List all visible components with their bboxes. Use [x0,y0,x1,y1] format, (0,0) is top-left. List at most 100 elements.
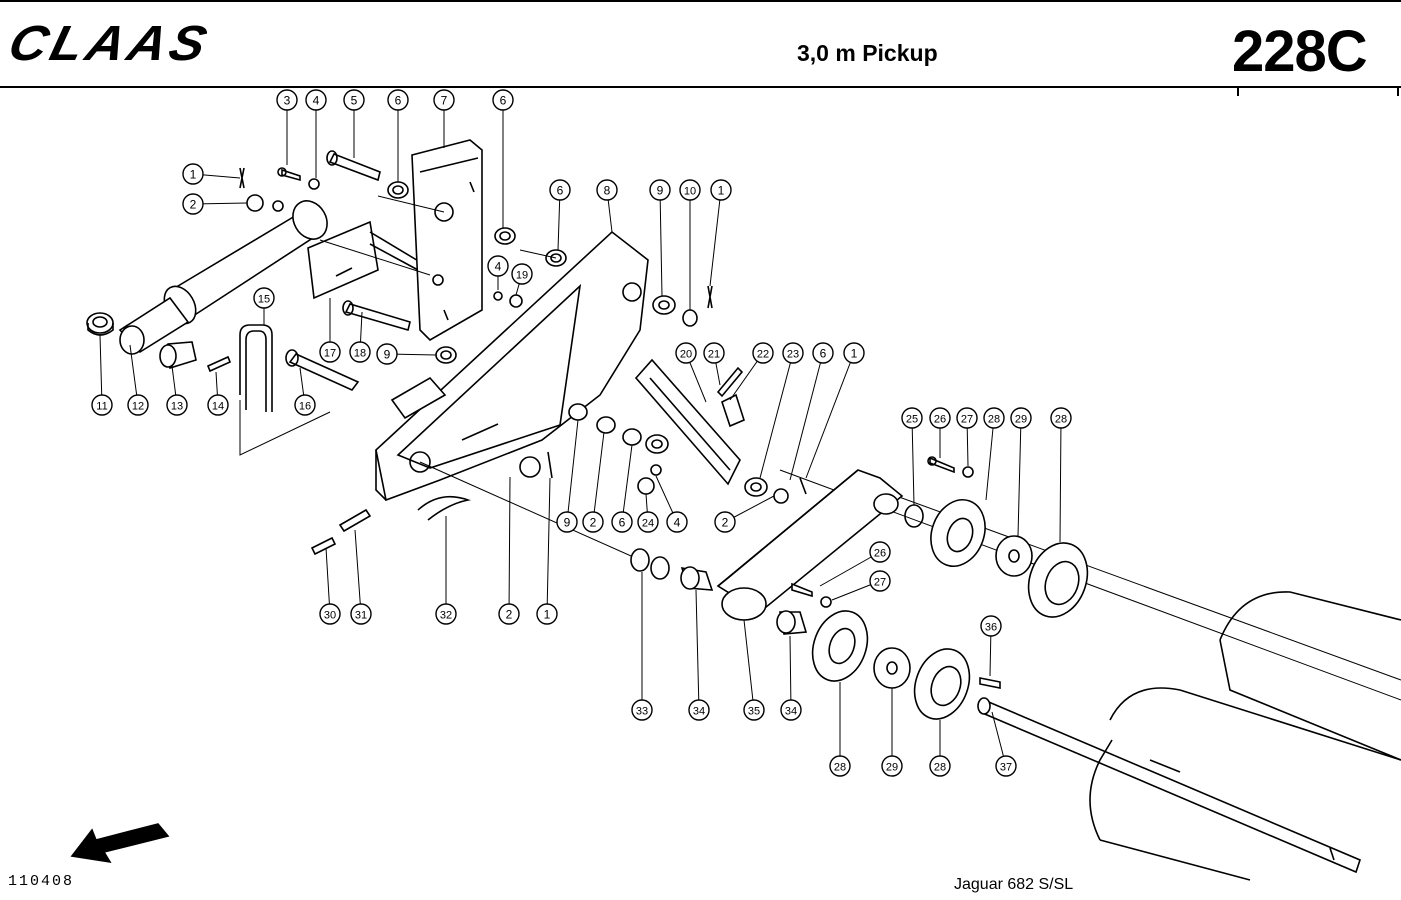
callout-31: 31 [350,603,372,625]
callout-number: 29 [886,762,898,774]
callout-number: 37 [1000,762,1012,774]
callout-leader [621,444,633,523]
callout-37: 37 [995,755,1017,777]
callout-circle [881,755,903,777]
callout-6: 6 [492,89,514,111]
callout-2: 2 [498,603,520,625]
callout-number: 12 [132,401,144,413]
callout-circle [182,193,204,215]
callout-29: 29 [881,755,903,777]
callout-circle [511,263,533,285]
pin-18 [342,300,411,331]
bushing-9b [652,295,676,315]
callout-leader [546,477,551,615]
callout-number: 2 [590,516,597,530]
callout-leaders [99,100,1062,767]
callout-circle [1050,407,1072,429]
callout-circle [980,615,1002,637]
callout-circle [710,179,732,201]
callout-leader [911,417,915,506]
callout-circle [983,407,1005,429]
callout-25: 25 [901,407,923,429]
callout-28: 28 [983,407,1005,429]
roll-pin-30 [310,536,337,556]
drawing-number: 110408 [8,873,75,890]
callout-circle [319,603,341,625]
callout-number: 1 [190,168,197,182]
callout-21: 21 [703,342,725,364]
callout-12: 12 [127,394,149,416]
callout-5: 5 [343,89,365,111]
callout-26: 26 [929,407,951,429]
callout-circle [675,342,697,364]
callout-6: 6 [812,342,834,364]
bushing-9a [435,346,457,364]
callout-2: 2 [714,511,736,533]
callout-number: 20 [680,349,692,361]
callout-number: 9 [564,516,571,530]
callout-leader [759,352,794,479]
callout-circle [782,342,804,364]
callout-23: 23 [782,342,804,364]
callout-circle [812,342,834,364]
callout-number: 22 [757,349,769,361]
callout-circle [752,342,774,364]
callout-circle [127,394,149,416]
washer-2d [622,428,642,446]
callout-number: 4 [495,260,502,274]
callout-number: 28 [988,414,1000,426]
callout-number: 27 [961,414,973,426]
callout-circle [780,699,802,721]
callout-number: 2 [506,608,513,622]
callout-circle [649,179,671,201]
callout-number: 17 [324,348,336,360]
callout-24: 24 [637,511,659,533]
direction-arrow-icon [70,823,170,864]
machine-model: Jaguar 682 S/SL [954,876,1074,893]
callout-circle [253,287,275,309]
callout-26: 26 [869,541,891,563]
callout-2: 2 [582,511,604,533]
callout-4: 4 [487,255,509,277]
washer-2c [596,416,616,434]
washer-10 [682,309,698,327]
callout-number: 2 [190,198,197,212]
callout-number: 8 [604,184,611,198]
callout-circle [869,570,891,592]
callout-number: 35 [748,706,760,718]
bushing-34b [776,610,808,635]
callout-circle [666,511,688,533]
bushing-9c [568,403,588,421]
callout-18: 18 [349,341,371,363]
callout-circle [743,699,765,721]
washer-27 [962,466,974,478]
callout-number: 14 [212,401,224,413]
callout-number: 9 [384,348,391,362]
callout-36: 36 [980,615,1002,637]
mounting-plate-7 [411,139,483,341]
callout-circle [956,407,978,429]
callout-number: 29 [1015,414,1027,426]
callout-number: 5 [351,94,358,108]
callout-28: 28 [829,755,851,777]
callout-number: 4 [313,94,320,108]
callout-circle [679,179,701,201]
key-36 [979,677,1001,689]
callout-number: 36 [985,622,997,634]
bushing-6b [494,227,516,245]
callout-number: 33 [636,706,648,718]
callout-leader [566,419,579,523]
callout-number: 6 [395,94,402,108]
callout-number: 28 [934,762,946,774]
callout-number: 6 [820,347,827,361]
callout-leader [743,619,755,711]
callout-8: 8 [596,179,618,201]
callout-27: 27 [869,570,891,592]
callout-circle [536,603,558,625]
callout-3: 3 [276,89,298,111]
callout-number: 10 [684,186,696,198]
callout-circle [688,699,710,721]
callout-number: 34 [785,706,797,718]
